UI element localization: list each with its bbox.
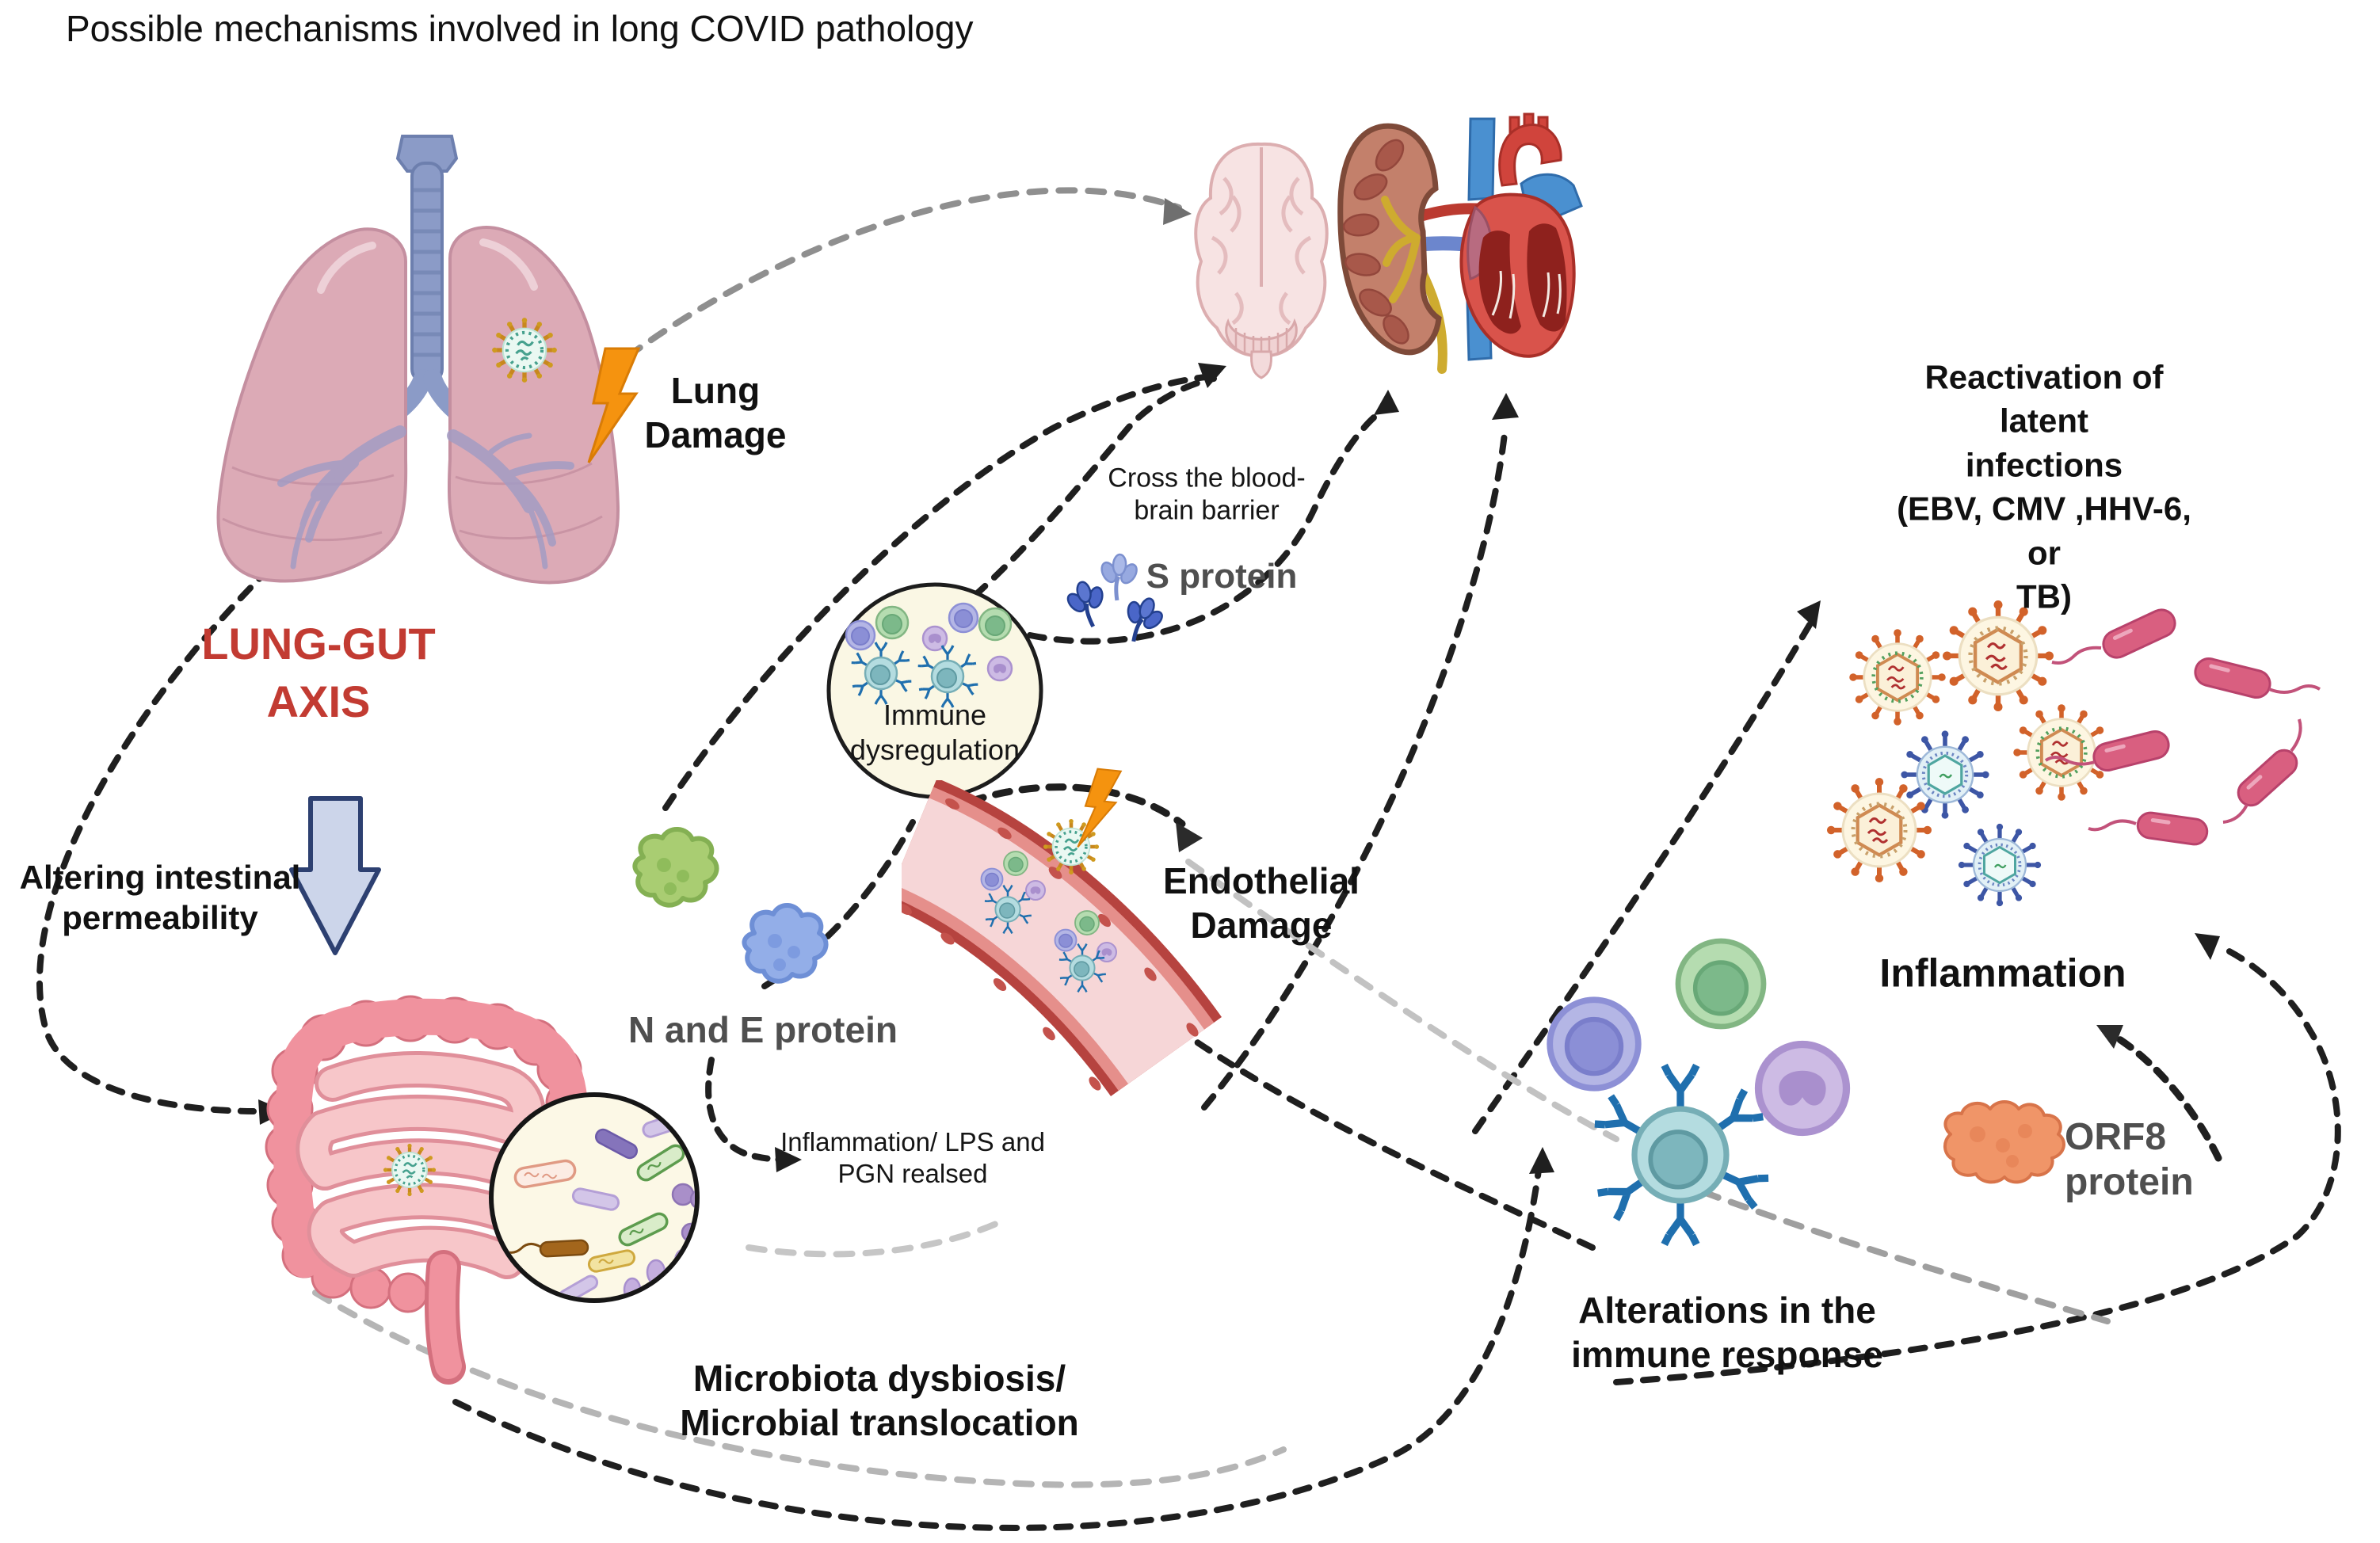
herpesvirus-tan: [1943, 600, 2054, 711]
blue-virus: [1958, 823, 2042, 907]
label-reactivation: Reactivation of latent infections (EBV, …: [1897, 358, 2191, 615]
lavender-immune-cell: [1759, 1045, 1847, 1133]
spike-proteins: [1066, 553, 1163, 642]
lungs: [216, 135, 640, 585]
label-alterations-immune: Alterations in the immune response: [1571, 1289, 1883, 1375]
orf8-protein-blob: [1943, 1100, 2065, 1184]
herpesvirus-green: [1849, 629, 1946, 726]
blood-vessel: [902, 767, 1222, 1097]
label-orf8-protein: ORF8 protein: [2065, 1116, 2194, 1203]
arrow-microbiota-to-lps: [705, 1057, 802, 1172]
arrow-vessel-to-heart: [1201, 393, 1519, 1111]
down-block-arrow-icon: [289, 796, 381, 955]
label-inflammation-lps: Inflammation/ LPS and PGN realsed: [780, 1126, 1045, 1188]
arrow-loop-to-latent: [1613, 933, 2341, 1385]
purple-immune-cell: [1550, 1000, 1638, 1088]
line-gray-bottom: [312, 1290, 1287, 1488]
antibody-cell: [1595, 1065, 1768, 1244]
arrow-gut-to-brain: [662, 374, 1209, 811]
immune-response-cells: [1550, 941, 1846, 1244]
arrow-orf8-to-inflammation: [2096, 1025, 2222, 1162]
label-immune-dysregulation: Immune dysregulation: [849, 699, 1020, 766]
arrow-immune-to-kidney: [1027, 390, 1399, 645]
arrow-immune-response-to-reactivation: [1472, 600, 1821, 1134]
heart: [1459, 112, 1583, 361]
e-protein-blob: [742, 903, 829, 984]
label-cross-bbb: Cross the blood- brain barrier: [1108, 463, 1306, 526]
label-lung-damage: Lung Damage: [644, 369, 787, 455]
line-microbiota-gray: [746, 1217, 1008, 1258]
green-immune-cell: [1678, 941, 1764, 1027]
kidney: [1337, 123, 1495, 374]
label-endothelial-damage: Endothelial Damage: [1163, 859, 1360, 946]
herpesvirus-tan: [1826, 777, 1932, 883]
arrow-gut-to-immune-response: [452, 1147, 1554, 1531]
label-altering-permeability: Altering intestinal permeability: [19, 858, 301, 936]
latent-virus-cluster: [1826, 600, 2321, 907]
label-n-e-protein: N and E protein: [628, 1008, 898, 1050]
herpesvirus-green: [2013, 704, 2110, 801]
tb-bacteria: [2044, 608, 2321, 846]
n-protein-blob: [632, 827, 719, 908]
brain: [1194, 142, 1329, 379]
dashed-connectors: [36, 187, 2341, 1531]
blue-virus: [1901, 730, 1989, 819]
bronchial-tree: [277, 425, 574, 570]
line-vessel-to-cells: [1185, 859, 1619, 1142]
right-lung: [447, 226, 620, 585]
microbiota-magnifier: [489, 1092, 700, 1303]
label-s-protein: S protein: [1146, 557, 1298, 596]
endothelial-bolt-icon: [1077, 767, 1122, 852]
left-lung: [216, 227, 408, 583]
label-inflammation: Inflammation: [1879, 951, 2126, 996]
line-cells-to-loop: [1700, 1189, 2111, 1324]
label-microbiota: Microbiota dysbiosis/ Microbial transloc…: [680, 1357, 1079, 1443]
label-lung-gut-axis: LUNG-GUT AXIS: [201, 619, 436, 726]
arrow-immune-to-brain: [971, 363, 1226, 599]
endothelial-cells: [902, 798, 1199, 1091]
diagram-title: Possible mechanisms involved in long COV…: [66, 8, 974, 49]
